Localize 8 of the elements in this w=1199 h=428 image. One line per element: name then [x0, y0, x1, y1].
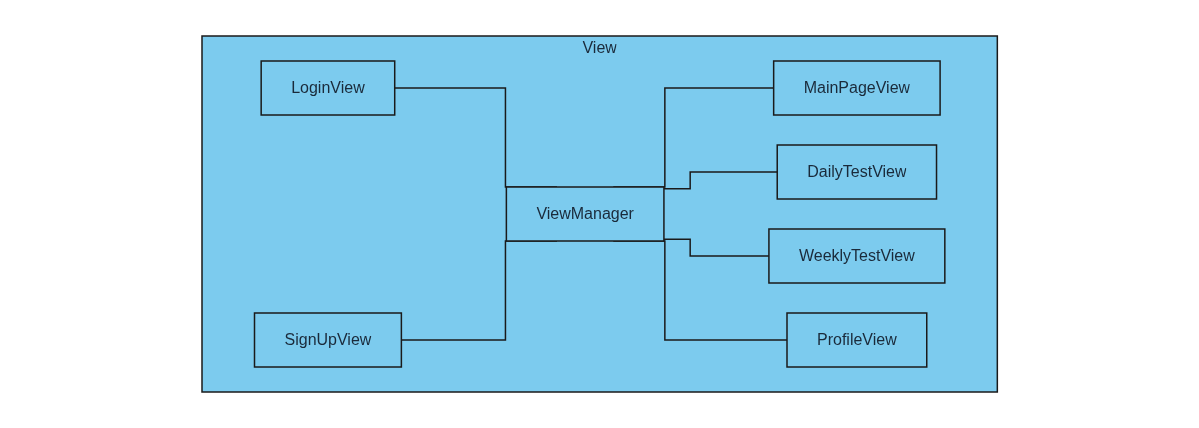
node-box: LoginView [260, 60, 396, 116]
node-box: MainPageView [772, 60, 941, 116]
node-box: DailyTestView [776, 144, 938, 200]
node-box: ViewManager [505, 186, 665, 242]
connector [663, 171, 778, 190]
node-box: WeeklyTestView [768, 228, 946, 284]
node-box: SignUpView [253, 312, 402, 368]
node-box: ProfileView [786, 312, 928, 368]
